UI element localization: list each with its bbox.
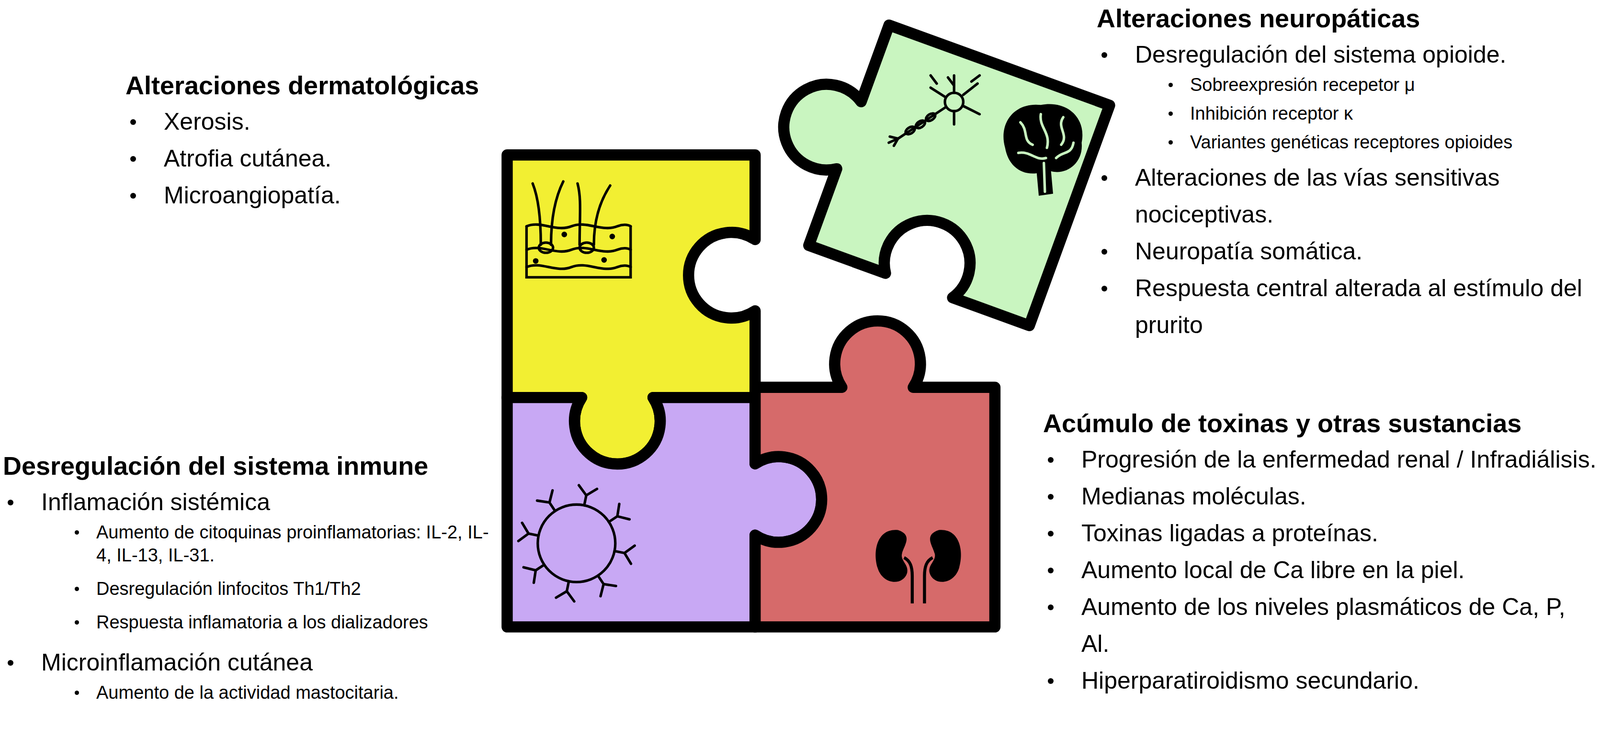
- bullet-item: Atrofia cutánea.: [163, 140, 557, 178]
- puzzle-piece-red: [755, 320, 996, 627]
- sub-bullet-item: Aumento de la actividad mastocitaria.: [96, 681, 501, 705]
- sub-bullet-item: Respuesta inflamatoria a los dializadore…: [96, 611, 501, 635]
- antibody-stroke: [578, 485, 598, 506]
- antibody-stroke: [614, 545, 635, 565]
- bullet-item: Aumento local de Ca libre en la piel.: [1081, 552, 1599, 590]
- bullet-item: Toxinas ligadas a proteínas.: [1081, 515, 1599, 553]
- bullet-item: Respuesta central alterada al estímulo d…: [1134, 270, 1598, 344]
- text-group: Alteraciones dermatológicasXerosis.Atrof…: [125, 67, 557, 215]
- bullet-item: Inflamación sistémica: [41, 484, 501, 522]
- kidney-icon: [875, 530, 962, 604]
- text-group: Desregulación del sistema inmuneInflamac…: [2, 447, 501, 705]
- sub-bullet-item: Inhibición receptor κ: [1190, 102, 1598, 125]
- antibody-stroke: [518, 522, 539, 542]
- sub-bullet-item: Desregulación linfocitos Th1/Th2: [96, 577, 501, 601]
- bullet-item: Neuropatía somática.: [1134, 233, 1598, 271]
- text-group: Acúmulo de toxinas y otras sustanciasPro…: [1043, 405, 1599, 700]
- skin-icon: [526, 181, 631, 278]
- neuron-icon: [888, 75, 980, 147]
- bullet-item: Desregulación del sistema opioide.: [1134, 36, 1598, 74]
- sub-bullet-item: Variantes genéticas receptores opioides: [1190, 130, 1598, 154]
- antibody-stroke: [523, 565, 545, 584]
- bullet-item: Xerosis.: [163, 103, 557, 141]
- group-heading: Alteraciones dermatológicas: [125, 67, 557, 104]
- group-heading: Acúmulo de toxinas y otras sustancias: [1043, 405, 1599, 442]
- group-heading: Desregulación del sistema inmune: [2, 447, 501, 485]
- sub-bullet-item: Aumento de citoquinas proinflamatorias: …: [96, 521, 501, 568]
- group-heading: Alteraciones neuropáticas: [1096, 0, 1598, 37]
- antibody-stroke: [556, 581, 575, 602]
- bullet-item: Hiperparatiroidismo secundario.: [1081, 662, 1599, 700]
- text-group: Alteraciones neuropáticasDesregulación d…: [1096, 0, 1598, 344]
- bullet-item: Microangiopatía.: [163, 177, 557, 215]
- bullet-item: Microinflamación cutánea: [41, 644, 501, 682]
- antibody-stroke: [608, 504, 630, 523]
- bullet-item: Aumento de los niveles plasmáticos de Ca…: [1081, 589, 1599, 663]
- antibody-stroke: [536, 490, 556, 512]
- antibody-stroke: [598, 576, 617, 597]
- puzzle-piece-green: [746, 2, 1110, 326]
- sub-bullet-item: Sobreexpresión recepetor μ: [1190, 73, 1598, 97]
- bullet-item: Progresión de la enfermedad renal / Infr…: [1081, 441, 1599, 479]
- bullet-item: Alteraciones de las vías sensitivas noci…: [1134, 159, 1598, 234]
- brain-icon: [1003, 104, 1083, 196]
- bullet-item: Medianas moléculas.: [1081, 478, 1599, 516]
- antibody-icon: [518, 485, 636, 602]
